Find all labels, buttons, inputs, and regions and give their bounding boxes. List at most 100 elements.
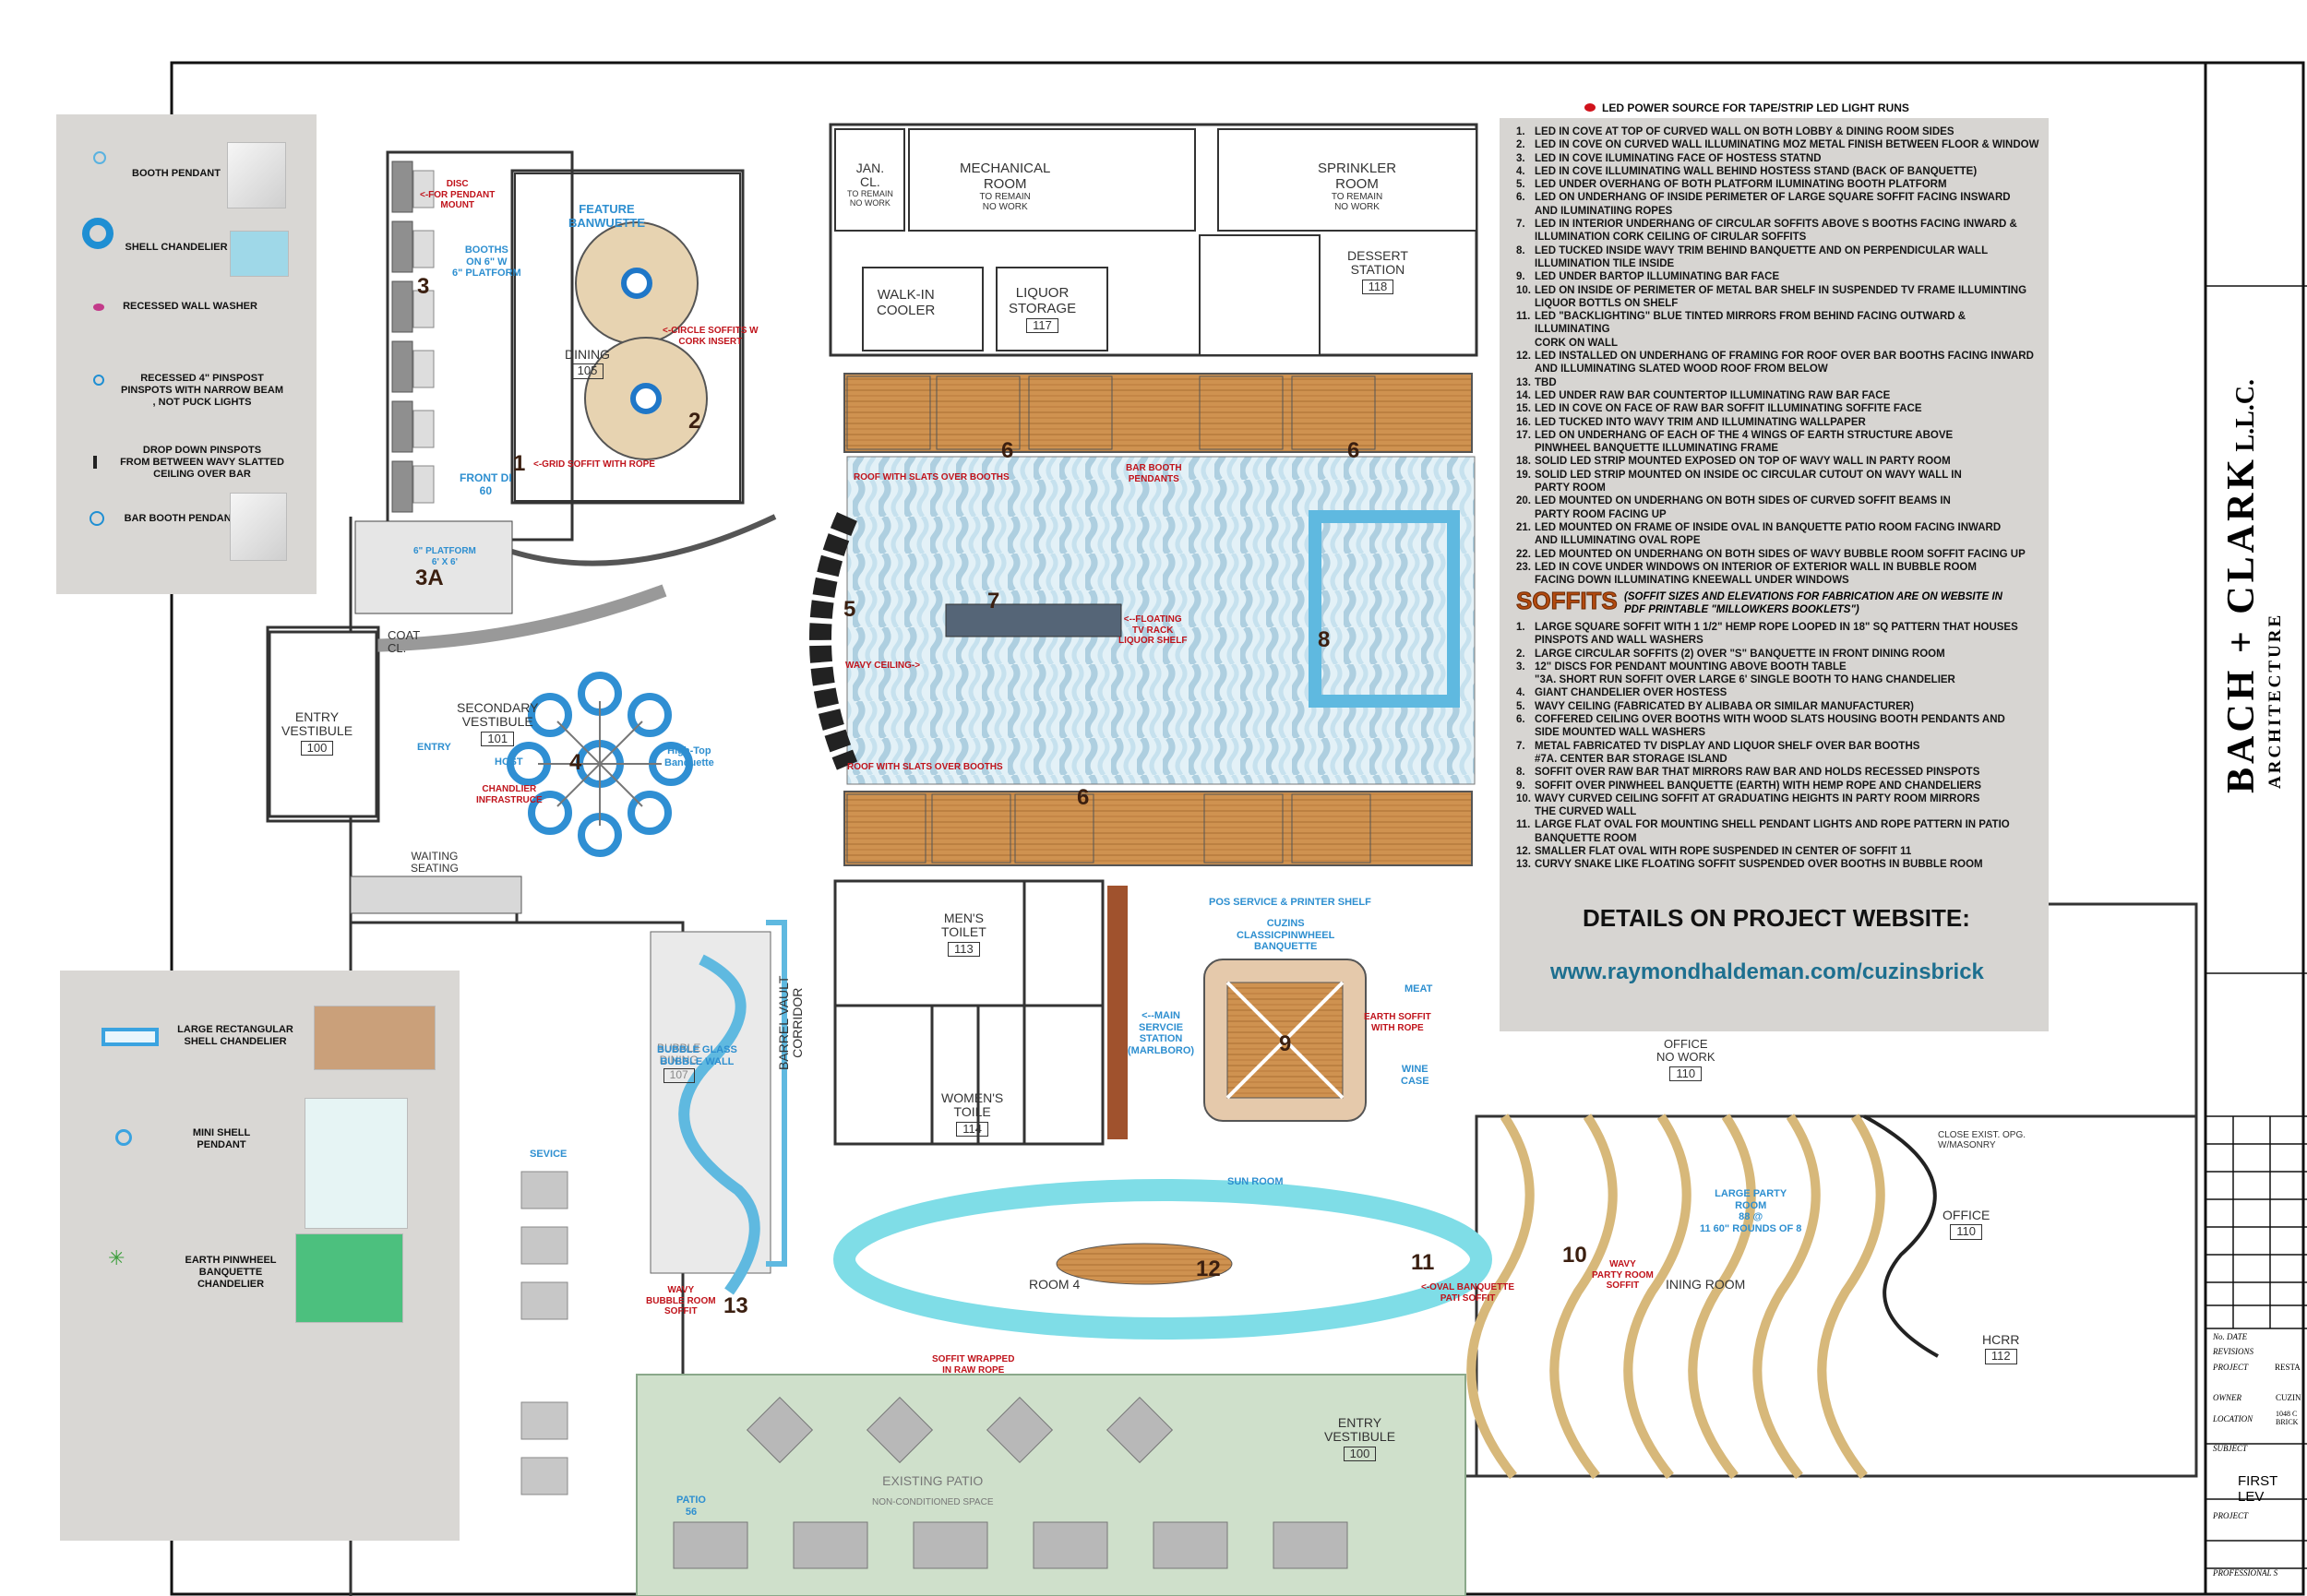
led-note-item: 6.LED ON UNDERHANG OF INSIDE PERIMETER O… bbox=[1516, 191, 2042, 218]
led-note-item-text: LED IN COVE AT TOP OF CURVED WALL ON BOT… bbox=[1535, 126, 1954, 137]
led-note-item-text: LED IN COVE ON FACE OF RAW BAR SOFFIT IL… bbox=[1535, 403, 1922, 415]
room-name: JAN. CL. bbox=[855, 161, 885, 190]
bar-pendant-icon bbox=[90, 511, 104, 526]
room-number: 114 bbox=[956, 1121, 988, 1137]
led-note-item-text: SOLID LED STRIP MOUNTED EXPOSED ON TOP O… bbox=[1535, 456, 1951, 468]
room-entry-vestibule: ENTRY VESTIBULE 100 bbox=[281, 709, 353, 756]
led-note-item-number: 11. bbox=[1516, 311, 1531, 323]
room-name: EXISTING PATIO bbox=[882, 1473, 984, 1488]
bubble-glass-tag: BUBBLE GLASS BUBBLE WALL bbox=[657, 1044, 737, 1067]
room-number: 101 bbox=[481, 731, 515, 747]
soffit-number-6a: 6 bbox=[1001, 438, 1014, 463]
waiting-seating: WAITING SEATING bbox=[411, 850, 459, 875]
shell-chandelier-icon bbox=[82, 218, 114, 249]
legend-label-bar-pendant: BAR BOOTH PENDANT bbox=[124, 513, 238, 524]
soffit-note-item-text: LARGE FLAT OVAL FOR MOUNTING SHELL PENDA… bbox=[1535, 819, 2010, 844]
website-link[interactable]: www.raymondhaldeman.com/cuzinsbrick bbox=[1550, 959, 1984, 984]
led-notes-list: 1. LED IN COVE AT TOP OF CURVED WALL ON B… bbox=[1516, 125, 2042, 587]
rect-chandelier-icon bbox=[102, 1028, 159, 1046]
soffit-wrapped-tag: SOFFIT WRAPPED IN RAW ROPE bbox=[932, 1354, 1015, 1376]
led-note-item-number: 16. bbox=[1516, 416, 1531, 428]
soffit-note-item-text: LARGE CIRCULAR SOFFITS (2) OVER "S" BANQ… bbox=[1535, 648, 1945, 660]
legend-label-wall-washer: RECESSED WALL WASHER bbox=[123, 301, 257, 312]
mini-shell-icon bbox=[115, 1129, 132, 1146]
room-office-no-work: OFFICE NO WORK 110 bbox=[1656, 1037, 1715, 1081]
wavy-party-room-soffit-tag: WAVY PARTY ROOM SOFFIT bbox=[1592, 1259, 1654, 1291]
title-row-no-date: No. DATE bbox=[2213, 1332, 2248, 1341]
soffit-note-item-number: 11. bbox=[1516, 819, 1531, 831]
soffit-number-7: 7 bbox=[987, 589, 1000, 613]
led-note-item-number: 12. bbox=[1516, 351, 1531, 363]
soffit-note-item: 4.GIANT CHANDELIER OVER HOSTESS bbox=[1516, 686, 2042, 699]
led-note-item-text: LED IN COVE ILUMINATING FACE OF HOSTESS … bbox=[1535, 152, 1822, 164]
soffit-number-11: 11 bbox=[1411, 1250, 1435, 1275]
platform-tag: 6" PLATFORM 6' X 6' bbox=[413, 546, 476, 567]
led-note-item: 2.LED IN COVE ON CURVED WALL ILLUMINATIN… bbox=[1516, 138, 2042, 151]
led-note-item-text: LED ON INSIDE OF PERIMETER OF METAL BAR … bbox=[1535, 284, 2027, 309]
lighting-legend-bottom: BOOTH PENDANT LARGE RECTANGULAR SHELL CH… bbox=[60, 971, 460, 1541]
soffit-note-item: 12.SMALLER FLAT OVAL WITH ROPE SUSPENDED… bbox=[1516, 845, 2042, 858]
soffit-note-item-number: 9. bbox=[1516, 780, 1525, 792]
title-row-revisions: REVISIONS bbox=[2213, 1347, 2253, 1356]
room-number: 117 bbox=[1026, 318, 1058, 334]
lighting-legend-top: BOOTH PENDANT SHELL CHANDELIER RECESSED … bbox=[56, 114, 317, 594]
led-note-item: 10. LED ON INSIDE OF PERIMETER OF METAL B… bbox=[1516, 284, 2042, 311]
room-secondary-vestibule: SECONDARY VESTIBULE 101 bbox=[457, 700, 539, 747]
pinwheel-icon: ✳ bbox=[108, 1246, 126, 1269]
close-opening-note: CLOSE EXIST. OPG. W/MASONRY bbox=[1938, 1130, 2026, 1150]
soffit-number-12: 12 bbox=[1196, 1257, 1221, 1281]
led-note-item-text: LED MOUNTED ON UNDERHANG ON BOTH SIDES O… bbox=[1535, 548, 2026, 560]
room-name: WALK-IN COOLER bbox=[877, 287, 936, 318]
rect-chandelier-photo bbox=[314, 1006, 436, 1070]
led-note-item: 22.LED MOUNTED ON UNDERHANG ON BOTH SIDE… bbox=[1516, 548, 2042, 561]
title-row-location: LOCATION bbox=[2213, 1414, 2253, 1423]
sevice-tag: SEVICE bbox=[530, 1149, 568, 1160]
led-note-item: 20.LED MOUNTED ON UNDERHANG ON BOTH SIDE… bbox=[1516, 494, 2042, 521]
room-name: HCRR bbox=[1982, 1332, 2020, 1347]
floating-tv-rack-tag: <--FLOATING TV RACK LIQUOR SHELF bbox=[1118, 614, 1188, 646]
led-note-item-number: 20. bbox=[1516, 495, 1531, 507]
room-walk-in-cooler: WALK-IN COOLER bbox=[877, 287, 936, 318]
soffit-note-item-number: 2. bbox=[1516, 648, 1525, 660]
led-note-item: 18.SOLID LED STRIP MOUNTED EXPOSED ON TO… bbox=[1516, 455, 2042, 468]
room-name: WOMEN'S TOILE bbox=[941, 1090, 1004, 1120]
soffit-note-item-text: SOFFIT OVER RAW BAR THAT MIRRORS RAW BAR… bbox=[1535, 767, 1980, 779]
sun-room-tag: SUN ROOM bbox=[1227, 1176, 1284, 1187]
legend-label-drop-pinspot: DROP DOWN PINSPOTS FROM BETWEEN WAVY SLA… bbox=[120, 445, 284, 481]
room-coat-closet: COAT CL. bbox=[388, 628, 420, 656]
led-note-item-text: LED TUCKED INTO WAVY TRIM AND ILLUMINATI… bbox=[1535, 416, 1866, 428]
led-note-item-text: LED IN COVE ILLUMINATING WALL BEHIND HOS… bbox=[1535, 165, 1978, 177]
title-row-project: PROJECT bbox=[2213, 1363, 2248, 1372]
led-note-item-number: 10. bbox=[1516, 284, 1531, 296]
led-note-item-number: 1. bbox=[1516, 126, 1525, 137]
roof-slats-top-tag: ROOF WITH SLATS OVER BOOTHS bbox=[854, 472, 1010, 482]
soffit-note-item: 1.LARGE SQUARE SOFFIT WITH 1 1/2" HEMP R… bbox=[1516, 621, 2042, 648]
soffit-note-item-number: 8. bbox=[1516, 767, 1525, 779]
soffit-note-item-number: 5. bbox=[1516, 700, 1525, 712]
soffit-note-item: 2. LARGE CIRCULAR SOFFITS (2) OVER "S" BA… bbox=[1516, 648, 2042, 661]
led-note-item: 3.LED IN COVE ILUMINATING FACE OF HOSTES… bbox=[1516, 152, 2042, 165]
led-note-item-number: 6. bbox=[1516, 192, 1525, 204]
room-sub: TO REMAIN NO WORK bbox=[847, 188, 893, 208]
bubble-dining-label: BUBBLE DINING 107 bbox=[657, 1042, 700, 1083]
room-sub: TO REMAIN NO WORK bbox=[1331, 192, 1383, 212]
details-heading: DETAILS ON PROJECT WEBSITE: bbox=[1583, 904, 1970, 932]
led-note-item-number: 2. bbox=[1516, 139, 1525, 151]
room-mens-toilet: MEN'S TOILET 113 bbox=[941, 911, 986, 958]
soffit-number-2: 2 bbox=[688, 409, 701, 434]
title-val-location: 1048 C BRICK bbox=[2276, 1410, 2299, 1426]
room-entry-vestibule-2: ENTRY VESTIBULE 100 bbox=[1324, 1415, 1395, 1462]
room-name: SECONDARY VESTIBULE bbox=[457, 700, 539, 730]
led-note-item-number: 4. bbox=[1516, 165, 1525, 177]
led-note-item: 4. LED IN COVE ILLUMINATING WALL BEHIND H… bbox=[1516, 165, 2042, 178]
room-dessert-station: DESSERT STATION 118 bbox=[1347, 248, 1408, 295]
room-number: 112 bbox=[1984, 1349, 2017, 1364]
led-note-item: 5.LED UNDER OVERHANG OF BOTH PLATFORM IL… bbox=[1516, 178, 2042, 191]
power-source-dot-icon bbox=[1584, 103, 1596, 112]
led-note-item: 16. LED TUCKED INTO WAVY TRIM AND ILLUMIN… bbox=[1516, 416, 2042, 429]
firm-suffix: L.L.C. bbox=[2231, 379, 2260, 452]
soffit-note-item: 7.METAL FABRICATED TV DISPLAY AND LIQUOR… bbox=[1516, 740, 2042, 767]
legend-label-pinspot: RECESSED 4" PINSPOST PINSPOTS WITH NARRO… bbox=[121, 373, 283, 409]
soffit-note-item-text: WAVY CURVED CEILING SOFFIT AT GRADUATING… bbox=[1535, 792, 1980, 818]
drop-pinspot-icon bbox=[93, 456, 97, 469]
